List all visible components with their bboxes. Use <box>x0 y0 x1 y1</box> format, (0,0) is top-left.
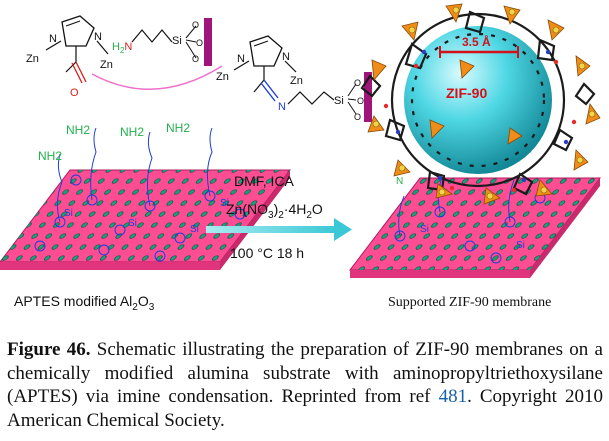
framework-linkers <box>360 10 596 196</box>
substrate-si-2: Si <box>128 218 137 229</box>
substrate-caption: APTES modified Al2O3 <box>14 293 155 313</box>
substrate-si-3: Si <box>190 224 199 235</box>
pore-size-label: 3.5 Å <box>462 34 491 49</box>
atom-n-right: N <box>94 31 102 43</box>
reference-link[interactable]: 481 <box>438 386 468 407</box>
atom-zn-left: Zn <box>26 53 39 65</box>
caption-body: Schematic illustrating the preparation o… <box>7 339 603 407</box>
condition-solvent: DMF, ICA <box>234 173 295 189</box>
substrate-si-4: Si <box>220 198 229 209</box>
oxygen-label-3: O <box>192 54 199 64</box>
atom-n-left: N <box>49 33 57 45</box>
aldehyde-linker-molecule: N N Zn Zn O <box>26 15 113 99</box>
aminosilane-molecule: H2N Si O O O <box>112 18 212 66</box>
product-zn-right: Zn <box>290 75 303 87</box>
figure-label: Figure 46. <box>7 339 91 360</box>
product-propyl-chain <box>287 91 335 105</box>
reaction-arc-arrow <box>91 65 223 90</box>
substrate-si-1: Si <box>64 208 73 219</box>
membrane-n: N <box>396 176 403 187</box>
imine-n: N <box>278 101 286 113</box>
imidazole-ring-product <box>249 35 283 67</box>
nh2-label-2: NH2 <box>66 123 90 137</box>
caption-copyright: . Copyright 2010 American Chemical Socie… <box>7 386 603 431</box>
surface-wall-left <box>204 18 212 66</box>
zn-tetrahedra <box>367 3 601 205</box>
imine-product-molecule: N N Zn Zn N Si O O O <box>216 35 372 122</box>
nh2-label-4: NH2 <box>166 121 190 135</box>
product-oxygen-1: O <box>354 78 361 88</box>
product-oxygen-3: O <box>354 112 361 122</box>
reaction-scheme: N N Zn Zn O H2N Si O O O N N Zn Zn N Si <box>0 3 602 313</box>
imidazole-ring <box>61 15 95 47</box>
atom-zn-right: Zn <box>100 59 113 71</box>
product-oxygen-2: O <box>357 96 364 106</box>
reaction-conditions: DMF, ICA Zn(NO3)2·4H2O 100 °C 18 h <box>226 173 323 261</box>
nh2-label-1: NH2 <box>38 149 62 163</box>
reaction-arrow <box>206 218 352 241</box>
product-zn-left: Zn <box>216 71 229 83</box>
amine-label: H2N <box>112 41 132 55</box>
zif90-membrane: Si Si N <box>348 3 602 310</box>
product-n-right: N <box>282 51 290 63</box>
condition-temperature: 100 °C 18 h <box>230 245 304 261</box>
oxygen-label-2: O <box>196 38 203 48</box>
atom-aldehyde-o: O <box>70 87 79 99</box>
zn-nodes <box>372 6 596 200</box>
aptes-substrate: Si Si Si Si NH2 NH2 NH2 NH2 APTES modifi… <box>0 121 292 313</box>
alumina-slab-side <box>0 262 220 270</box>
product-si: Si <box>334 95 344 107</box>
membrane-caption: Supported ZIF-90 membrane <box>388 295 551 310</box>
nh2-label-3: NH2 <box>120 125 144 139</box>
oxygen-label-1: O <box>192 20 199 30</box>
membrane-si-1: Si <box>420 224 429 235</box>
nitrogen-atoms <box>395 49 569 183</box>
surface-wall-right <box>364 72 372 122</box>
alumina-slab-dots <box>0 170 290 262</box>
oxygen-atoms <box>383 59 577 193</box>
condition-salt: Zn(NO3)2·4H2O <box>226 201 323 221</box>
framework-label: ZIF-90 <box>446 85 487 101</box>
atom-si: Si <box>172 35 182 47</box>
propyl-chain <box>131 29 173 43</box>
product-n-left: N <box>237 53 245 65</box>
figure-caption: Figure 46. Schematic illustrating the pr… <box>7 338 603 432</box>
membrane-si-2: Si <box>516 240 525 251</box>
